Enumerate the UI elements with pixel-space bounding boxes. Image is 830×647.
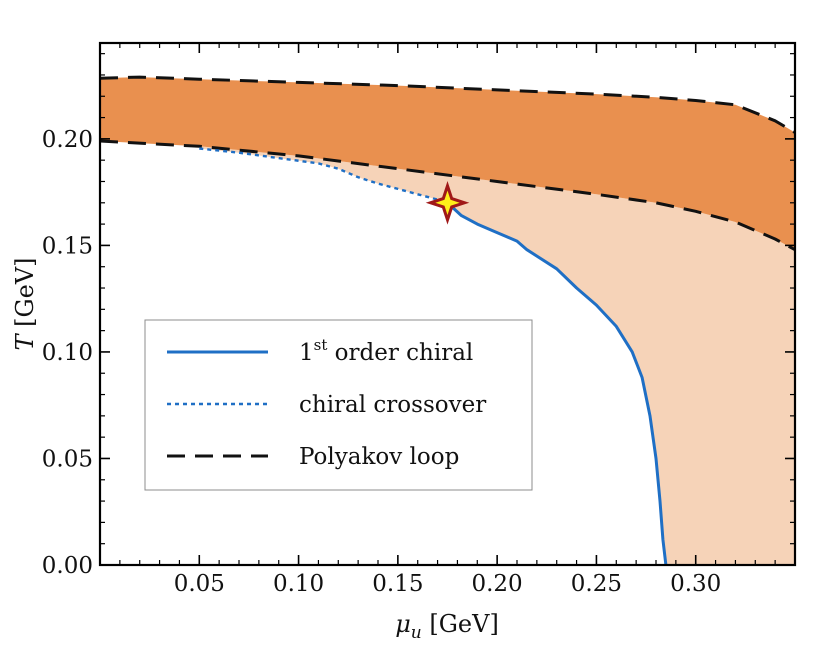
legend: 1st order chiral chiral crossover Polyak…	[144, 319, 533, 491]
polyakov-loop-band	[100, 77, 795, 250]
x-axis-title: μu [GeV]	[395, 610, 499, 643]
legend-label-polyakov: Polyakov loop	[299, 444, 459, 470]
y-tick-label: 0.10	[42, 340, 93, 366]
y-tick-label: 0.00	[42, 553, 93, 579]
axis-ticks	[100, 43, 795, 566]
x-tick-label: 0.30	[670, 571, 721, 597]
x-tick-label: 0.15	[372, 571, 423, 597]
polyakov-loop-lower-line	[100, 139, 795, 252]
x-tick-label: 0.25	[571, 571, 622, 597]
plot-frame	[98, 41, 797, 567]
y-tick-label: 0.20	[42, 127, 93, 153]
polyakov-loop-upper-line	[100, 75, 795, 134]
x-tick-label: 0.05	[174, 571, 225, 597]
legend-box	[144, 319, 533, 491]
critical-endpoint-star-icon	[425, 180, 470, 225]
y-axis-title: T [GeV]	[11, 257, 39, 350]
chiral-transition-region	[199, 146, 795, 565]
y-tick-label: 0.05	[42, 447, 93, 473]
legend-label-crossover: chiral crossover	[299, 392, 486, 418]
x-tick-label: 0.20	[471, 571, 522, 597]
chiral-crossover-line	[199, 147, 448, 204]
y-tick-label: 0.15	[42, 233, 93, 259]
legend-label-first-order: 1st order chiral	[299, 336, 473, 366]
x-tick-label: 0.10	[273, 571, 324, 597]
first-order-chiral-line	[446, 201, 668, 565]
plot-area	[100, 75, 795, 565]
axis-tick-labels: 0.05 0.10 0.15 0.20 0.25 0.30 0.00 0.05 0.10 0.15…	[42, 127, 722, 597]
